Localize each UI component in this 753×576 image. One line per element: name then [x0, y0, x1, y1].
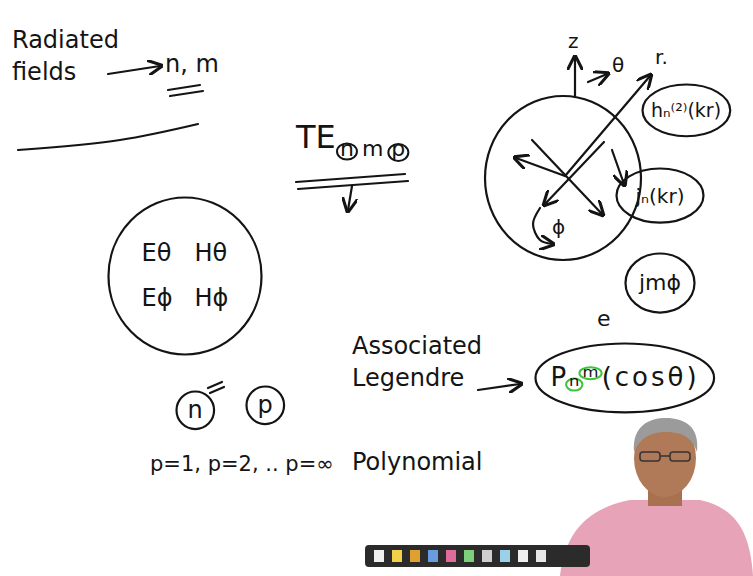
node-content: hₙ⁽²⁾(kr) [651, 99, 721, 122]
tool-icon [410, 550, 420, 562]
handwritten-label: z [568, 28, 579, 55]
handwritten-label: TE [296, 116, 336, 159]
function-oval: jₙ(kr) [615, 167, 705, 224]
ink-strokes [18, 58, 650, 393]
ink-stroke [208, 382, 222, 388]
node-outline [107, 196, 263, 356]
node-outline-ellipse [642, 84, 730, 136]
node-outline-ellipse [536, 344, 715, 413]
node-content: p [257, 391, 272, 420]
node-content: Eθ HθEϕ Hϕ [142, 239, 229, 313]
tool-icon [518, 550, 528, 562]
handwritten-label: e [597, 304, 611, 334]
glasses-bridge [660, 455, 670, 457]
ink-arrow [533, 208, 552, 244]
function-oval: hₙ⁽²⁾(kr) [641, 83, 732, 138]
node-outline-ellipse [626, 253, 695, 312]
tool-icon [392, 550, 402, 562]
ink-arrow [532, 140, 602, 214]
ink-arrow [588, 74, 607, 82]
node-text: Hθ [195, 239, 229, 268]
ink-stroke [298, 181, 408, 189]
legendre-oval: Pₙᵐ(cosθ) [534, 342, 716, 414]
node-outline-ellipse [176, 391, 214, 429]
node-content: n [187, 396, 202, 425]
ink-arrow [348, 186, 352, 210]
tool-icon [536, 550, 546, 562]
tool-icon [374, 550, 384, 562]
node-text: hₙ⁽²⁾(kr) [651, 99, 721, 122]
glasses-right [670, 452, 690, 461]
hair [634, 418, 698, 452]
handwritten-label: ϕ [552, 214, 565, 241]
ink-arrow [545, 142, 604, 204]
node-outline-ellipse [109, 198, 262, 355]
index-circle: p [245, 385, 286, 426]
node-text: jₙ(kr) [636, 184, 685, 208]
ink-arrow [478, 384, 520, 390]
tool-icon [464, 550, 474, 562]
handwritten-label: Polynomial [352, 446, 483, 478]
handwritten-label: nmp [340, 134, 413, 164]
handwritten-label: Associated Legendre [352, 330, 478, 395]
ink-stroke [168, 85, 200, 90]
sphere-outline [485, 96, 641, 260]
ink-arrow [574, 58, 576, 96]
node-text: Hϕ [195, 284, 229, 313]
ink-arrow [612, 150, 624, 184]
function-oval: jmϕ [624, 252, 696, 314]
tool-icon [446, 550, 456, 562]
node-outline-ellipse [617, 169, 704, 223]
node-outline-ellipse [246, 386, 284, 424]
node-text: Pₙᵐ(cosθ) [550, 362, 699, 393]
node-content: jmϕ [639, 270, 681, 296]
ink-stroke [170, 91, 203, 96]
ink-arrow [565, 76, 650, 176]
ink-stroke [18, 124, 198, 150]
node-content: jₙ(kr) [636, 184, 685, 208]
ink-arrow [108, 66, 160, 74]
node-text: Eϕ [142, 284, 173, 313]
node-text: n [187, 396, 202, 425]
tool-icon [500, 550, 510, 562]
node-content: Pₙᵐ(cosθ) [550, 362, 699, 393]
ink-stroke [296, 174, 405, 182]
node-text: Eθ [142, 239, 173, 268]
field-circle: Eθ HθEϕ Hϕ [107, 196, 263, 356]
toolbar [365, 545, 590, 567]
handwritten-label: θ [612, 52, 624, 79]
ink-stroke [210, 387, 224, 393]
node-text: jmϕ [639, 270, 681, 296]
glasses-left [640, 452, 660, 461]
node-text: p [257, 391, 272, 420]
tool-icon [428, 550, 438, 562]
index-circle: n [175, 390, 216, 431]
handwritten-label: Radiated fields [12, 24, 116, 89]
handwritten-label: r. [655, 44, 668, 71]
tool-icon [482, 550, 492, 562]
toolbar-bar [365, 545, 590, 567]
handwritten-label: p=1, p=2, .. p=∞ [150, 450, 334, 478]
handwritten-label: n, m [165, 48, 219, 80]
